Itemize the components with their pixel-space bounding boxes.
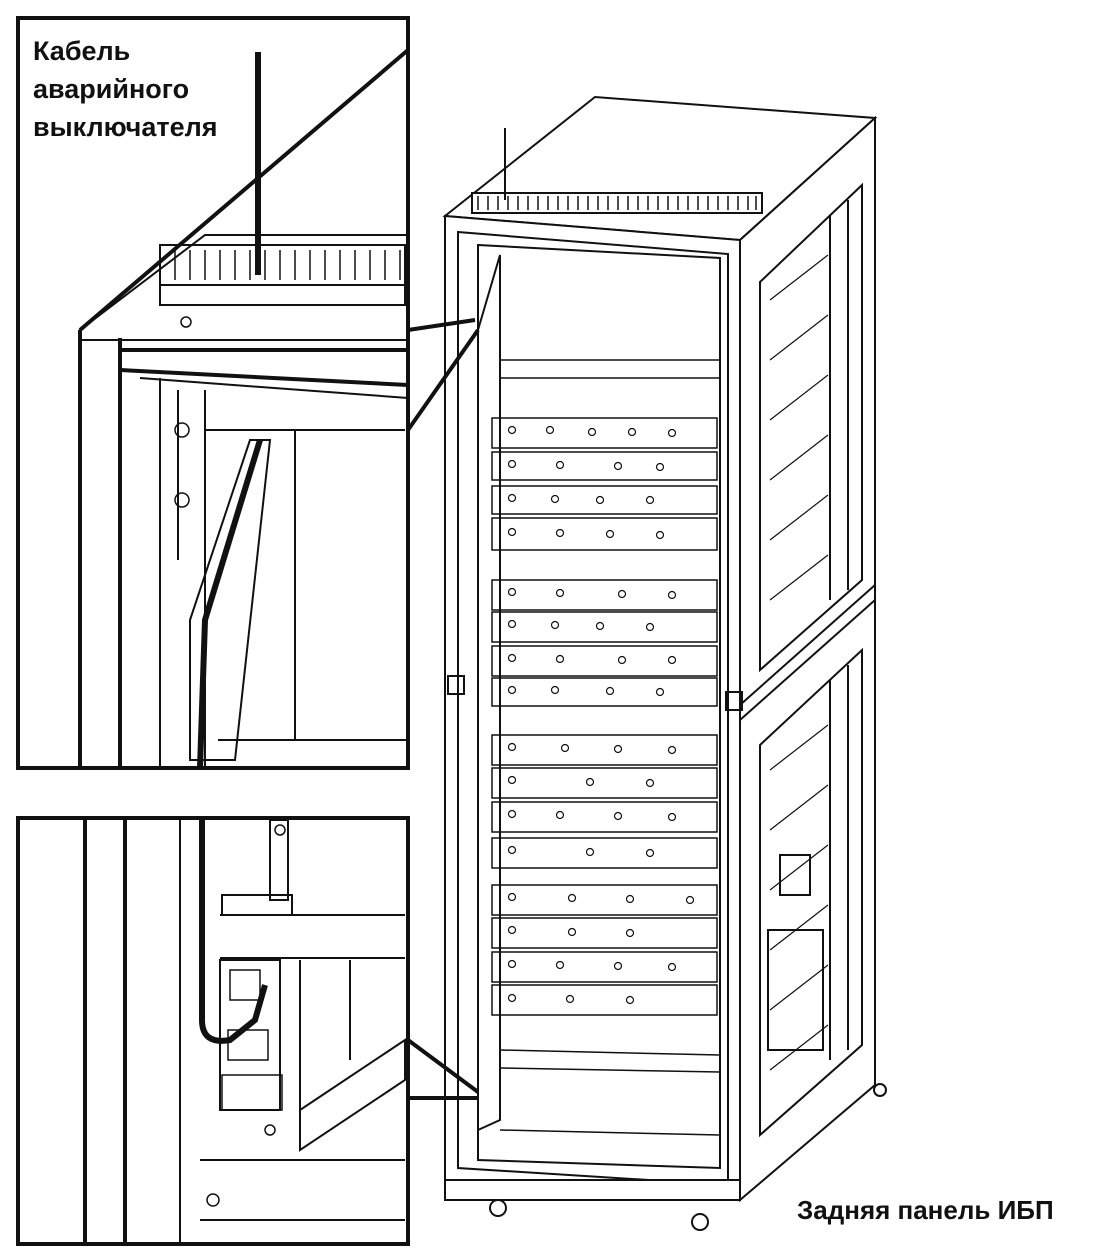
rack-rails (492, 360, 720, 1135)
emergency-cable-callout: Кабель аварийного выключателя (33, 36, 218, 142)
emergency-cable-bottom (202, 818, 265, 1041)
top-vent-slots (478, 196, 756, 210)
emergency-cable-routed (200, 440, 260, 768)
bottom-detail-inset (18, 818, 478, 1244)
cabinet-base (445, 1180, 740, 1200)
rear-door-edge (478, 255, 500, 1130)
rail-holes (509, 427, 694, 1004)
ups-cabinet (445, 97, 886, 1230)
figure-caption: Задняя панель ИБП (797, 1195, 1054, 1225)
top-vent-grille (472, 193, 762, 213)
top-detail-inset (18, 18, 478, 768)
